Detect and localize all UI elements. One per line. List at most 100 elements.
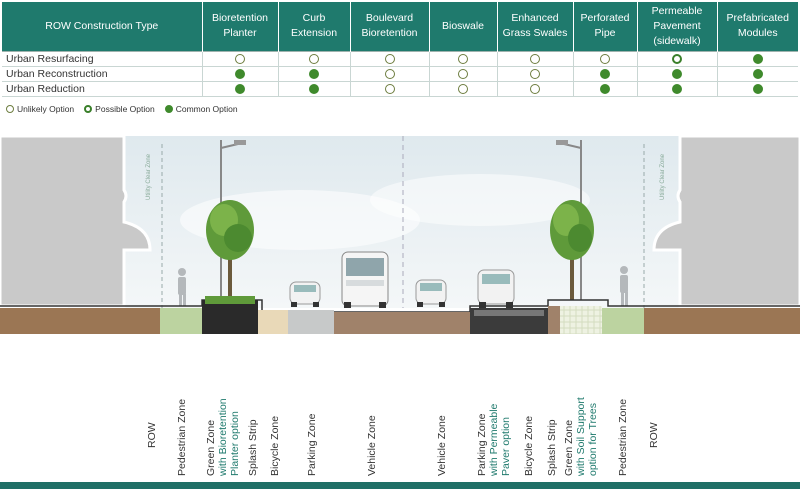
legend-label: Unlikely Option <box>17 104 75 114</box>
zone-label: Vehicle Zone <box>436 415 448 476</box>
zone-label-line1: Parking Zone <box>476 413 488 476</box>
car-center <box>415 279 447 307</box>
right-building <box>652 134 800 308</box>
column-header: Prefabricated Modules <box>717 2 798 51</box>
empty-circle-icon <box>458 68 468 79</box>
table-cell <box>350 66 430 82</box>
ring-circle-icon <box>672 53 682 64</box>
bioretention-planter <box>202 300 258 334</box>
bicycle-lane-left <box>288 310 334 334</box>
legend-unlikely: Unlikely Option <box>6 104 74 114</box>
table-cell <box>573 50 638 67</box>
suv-right <box>477 269 515 308</box>
zone-label-line1: Vehicle Zone <box>436 415 448 476</box>
table-cell <box>429 66 498 82</box>
zone-label-line3: option for Trees <box>587 403 599 476</box>
empty-circle-icon <box>384 53 395 64</box>
planter-vegetation <box>205 296 255 304</box>
zone-label: Pedestrian Zone <box>617 399 629 476</box>
filled-circle-icon <box>600 68 610 79</box>
row-label: Urban Reduction <box>2 81 203 97</box>
construction-type-matrix: ROW Construction Type Bioretention Plant… <box>2 2 798 97</box>
table-cell <box>573 81 638 97</box>
utility-zone-label-right: Utility Clear Zone <box>660 153 666 200</box>
table-cell <box>497 66 574 82</box>
table-cell <box>497 50 574 67</box>
filled-circle-icon <box>600 83 610 94</box>
filled-circle-icon <box>235 68 245 79</box>
column-header: Permeable Pavement (sidewalk) <box>637 2 718 51</box>
splash-strip-right <box>548 306 560 334</box>
soil-support-cells <box>560 306 602 334</box>
zone-label-line1: Bicycle Zone <box>523 415 535 476</box>
ring-circle-icon <box>84 105 93 113</box>
zone-label: ROW <box>648 422 660 448</box>
filled-circle-icon <box>309 83 319 94</box>
pedestrian-right <box>620 266 628 306</box>
table-cell <box>717 50 798 67</box>
bus <box>341 251 389 308</box>
zone-label-line1: Bicycle Zone <box>269 415 281 476</box>
zone-label-line1: Parking Zone <box>306 413 318 476</box>
filled-circle-icon <box>235 83 245 94</box>
empty-circle-icon <box>530 53 540 64</box>
table-header-row: ROW Construction Type Bioretention Plant… <box>2 2 798 51</box>
tree-left <box>206 200 254 300</box>
splash-strip-left <box>258 310 288 334</box>
zone-label-line1: Pedestrian Zone <box>617 398 629 476</box>
empty-circle-icon <box>458 83 468 94</box>
zone-label-line1: Splash Strip <box>546 419 558 476</box>
zone-label: Parking Zone <box>306 414 318 476</box>
table-cell <box>202 81 279 97</box>
utility-zone-label-left: Utility Clear Zone <box>146 153 152 200</box>
zone-label-line1: Vehicle Zone <box>366 415 378 476</box>
green-strip-left <box>160 308 202 334</box>
table-cell <box>278 81 351 97</box>
row-label: Urban Reconstruction <box>2 66 203 82</box>
green-strip-right <box>602 308 644 334</box>
column-header: Boulevard Bioretention <box>350 2 430 51</box>
table-row: Urban Reconstruction <box>2 66 798 82</box>
empty-circle-icon <box>530 68 540 79</box>
left-building <box>0 134 152 308</box>
zone-label-line1: Pedestrian Zone <box>176 398 188 476</box>
paver-surface <box>474 310 544 316</box>
column-header: Curb Extension <box>278 2 351 51</box>
column-header: Perforated Pipe <box>573 2 638 51</box>
empty-circle-icon <box>384 83 395 94</box>
empty-circle-icon <box>384 68 395 79</box>
zone-label-line2: with Bioretention <box>217 398 229 476</box>
zone-label-line1: Green Zone <box>205 419 217 476</box>
table-cell <box>278 50 351 67</box>
footer-bar <box>0 482 800 489</box>
filled-circle-icon <box>164 105 173 113</box>
table-cell <box>717 81 798 97</box>
filled-circle-icon <box>672 68 682 79</box>
zone-label-line2: with Soil Support <box>575 397 587 476</box>
soil-left <box>0 308 160 334</box>
column-header: ROW Construction Type <box>2 2 203 51</box>
empty-circle-icon <box>600 53 610 64</box>
table-cell <box>202 50 279 67</box>
table-cell <box>637 50 718 67</box>
roadway <box>334 312 470 334</box>
legend-common: Common Option <box>164 104 238 114</box>
zone-label: Pedestrian Zone <box>176 399 188 476</box>
empty-circle-icon <box>309 53 319 64</box>
legend-label: Possible Option <box>95 104 155 114</box>
zone-label: ROW <box>146 422 158 448</box>
soil-right <box>644 308 800 334</box>
cloud <box>370 174 590 226</box>
filled-circle-icon <box>752 53 763 64</box>
table-row: Urban Reduction <box>2 81 798 97</box>
empty-circle-icon <box>6 105 14 113</box>
street-cross-section: Utility Clear Zone Utility Clear Zone <box>0 134 800 334</box>
zone-label: Splash Strip <box>247 419 259 476</box>
column-header: Enhanced Grass Swales <box>497 2 574 51</box>
zone-label-line3: Paver option <box>500 417 512 476</box>
empty-circle-icon <box>530 83 540 94</box>
table-cell <box>637 66 718 82</box>
